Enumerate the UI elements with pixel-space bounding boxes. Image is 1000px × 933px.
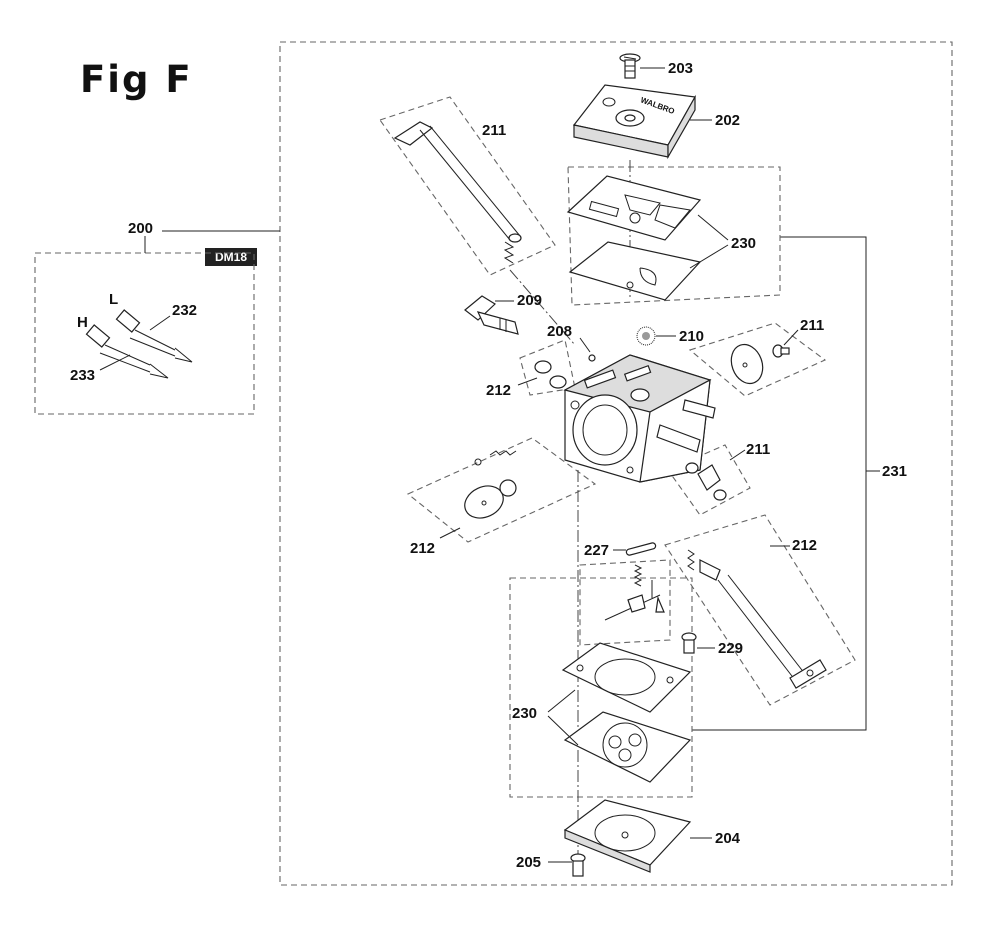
needle-233-icon (85, 324, 169, 379)
cover-plate-202-icon: WALBRO (572, 84, 696, 160)
label-212-detent: 212 (486, 382, 511, 399)
choke-shaft-box (664, 514, 856, 706)
label-needle-H: H (77, 314, 88, 331)
fitting-209-icon (464, 295, 519, 335)
pump-cover-204-icon (563, 799, 692, 873)
lever-pin-227-icon (625, 542, 657, 556)
pin-208-icon (588, 354, 596, 362)
gasket-230-top-icon (566, 175, 702, 301)
label-233: 233 (70, 367, 95, 384)
screw-205-icon (570, 853, 586, 877)
label-227: 227 (584, 542, 609, 559)
label-202: 202 (715, 112, 740, 129)
detent-212-icon (534, 360, 567, 389)
gasket-box-top (567, 166, 781, 306)
label-210: 210 (679, 328, 704, 345)
label-needle-L: L (109, 291, 118, 308)
detent-box (519, 339, 576, 396)
choke-detent-211-icon (685, 462, 727, 501)
label-204: 204 (715, 830, 741, 847)
gasket-230-bottom-icon (561, 642, 692, 783)
label-230-top: 230 (731, 235, 756, 252)
label-203: 203 (668, 60, 693, 77)
screw-229-icon (681, 632, 697, 654)
label-205: 205 (516, 854, 541, 871)
throttle-shaft-box-upper (379, 96, 556, 276)
label-230-bottom: 230 (512, 705, 537, 722)
label-212-plate: 212 (410, 540, 435, 557)
figure-title: Fig F (80, 58, 193, 101)
carburetor-body-icon (563, 354, 716, 483)
label-200: 200 (128, 220, 153, 237)
choke-plate-box (688, 322, 827, 397)
main-assembly-boundary (279, 41, 953, 886)
needle-232-icon (115, 309, 193, 363)
bracket-231 (692, 236, 867, 731)
gasket-box-bottom (509, 577, 693, 798)
filter-screen-210-icon (636, 326, 656, 346)
needle-kit-boundary (34, 252, 255, 415)
throttle-shaft-211-icon (393, 121, 522, 264)
label-208: 208 (547, 323, 572, 340)
label-229: 229 (718, 640, 743, 657)
throttle-plate-212-icon (464, 450, 517, 519)
screw-203-icon (619, 53, 641, 79)
choke-shaft-212-icon (687, 549, 827, 689)
label-211-detent: 211 (746, 441, 770, 458)
label-231: 231 (882, 463, 907, 480)
label-212-shaft: 212 (792, 537, 817, 554)
choke-detent-box (667, 444, 751, 516)
label-211-throttle: 211 (482, 122, 506, 139)
choke-plate-211-icon (730, 343, 790, 385)
inlet-needle-box (579, 559, 671, 646)
inlet-needle-icon (604, 564, 665, 621)
label-232: 232 (172, 302, 197, 319)
label-209: 209 (517, 292, 542, 309)
throttle-plate-box (406, 437, 597, 543)
label-211-choke: 211 (800, 317, 824, 334)
